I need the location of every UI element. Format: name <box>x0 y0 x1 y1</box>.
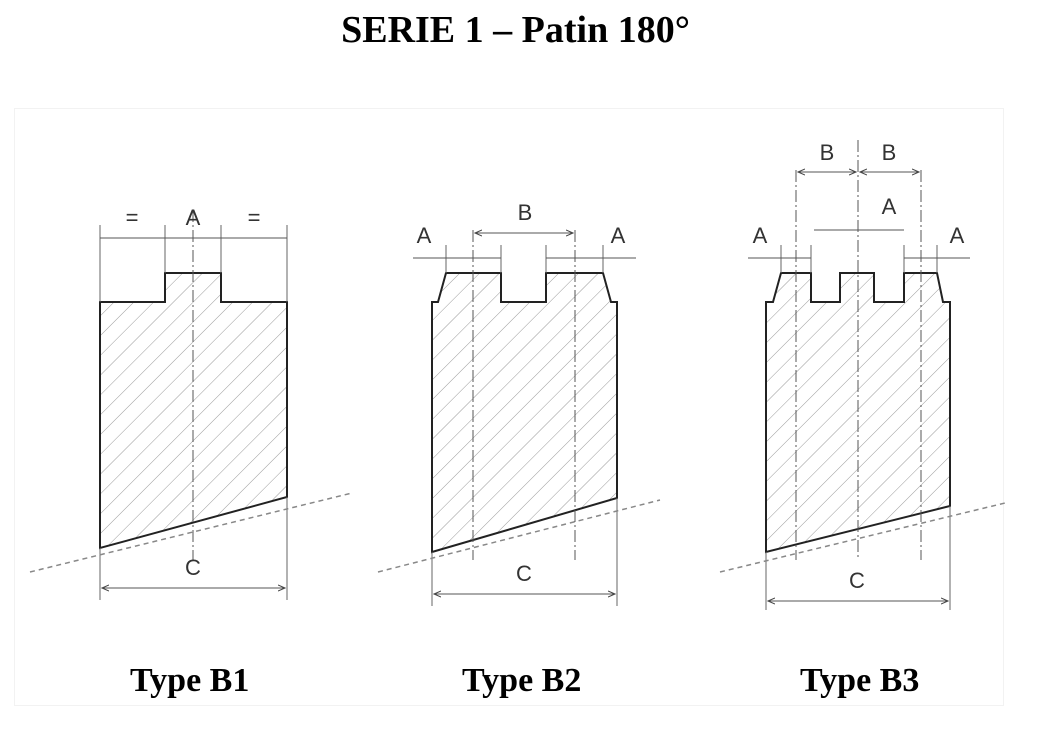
b3-profile <box>765 272 951 554</box>
b1-label-eq-left: = <box>126 205 139 230</box>
b3-label-b-left: B <box>820 140 835 165</box>
b3-label-a-center: A <box>882 194 897 219</box>
type-b2-drawing: B A A C <box>377 200 661 606</box>
caption-type-b2: Type B2 <box>462 662 582 699</box>
caption-type-b1: Type B1 <box>130 662 250 699</box>
b3-label-a-left: A <box>753 223 768 248</box>
b1-label-eq-right: = <box>248 205 261 230</box>
b1-label-a: A <box>186 205 201 230</box>
b2-label-b: B <box>518 200 533 225</box>
b2-label-a-left: A <box>417 223 432 248</box>
b1-label-c: C <box>185 555 201 580</box>
b2-profile <box>431 272 618 554</box>
b3-break-line <box>719 502 1006 573</box>
page-title: SERIE 1 – Patin 180° <box>341 9 690 51</box>
b3-label-c: C <box>849 568 865 593</box>
b2-break-line <box>377 499 661 573</box>
b2-label-c: C <box>516 561 532 586</box>
caption-type-b3: Type B3 <box>800 662 920 699</box>
b1-break-line <box>29 492 353 573</box>
type-b1-drawing: = A = C <box>29 205 353 600</box>
b3-label-a-right: A <box>950 223 965 248</box>
b3-label-b-right: B <box>882 140 897 165</box>
b2-label-a-right: A <box>611 223 626 248</box>
type-b3-drawing: B B A A A C <box>719 140 1006 610</box>
